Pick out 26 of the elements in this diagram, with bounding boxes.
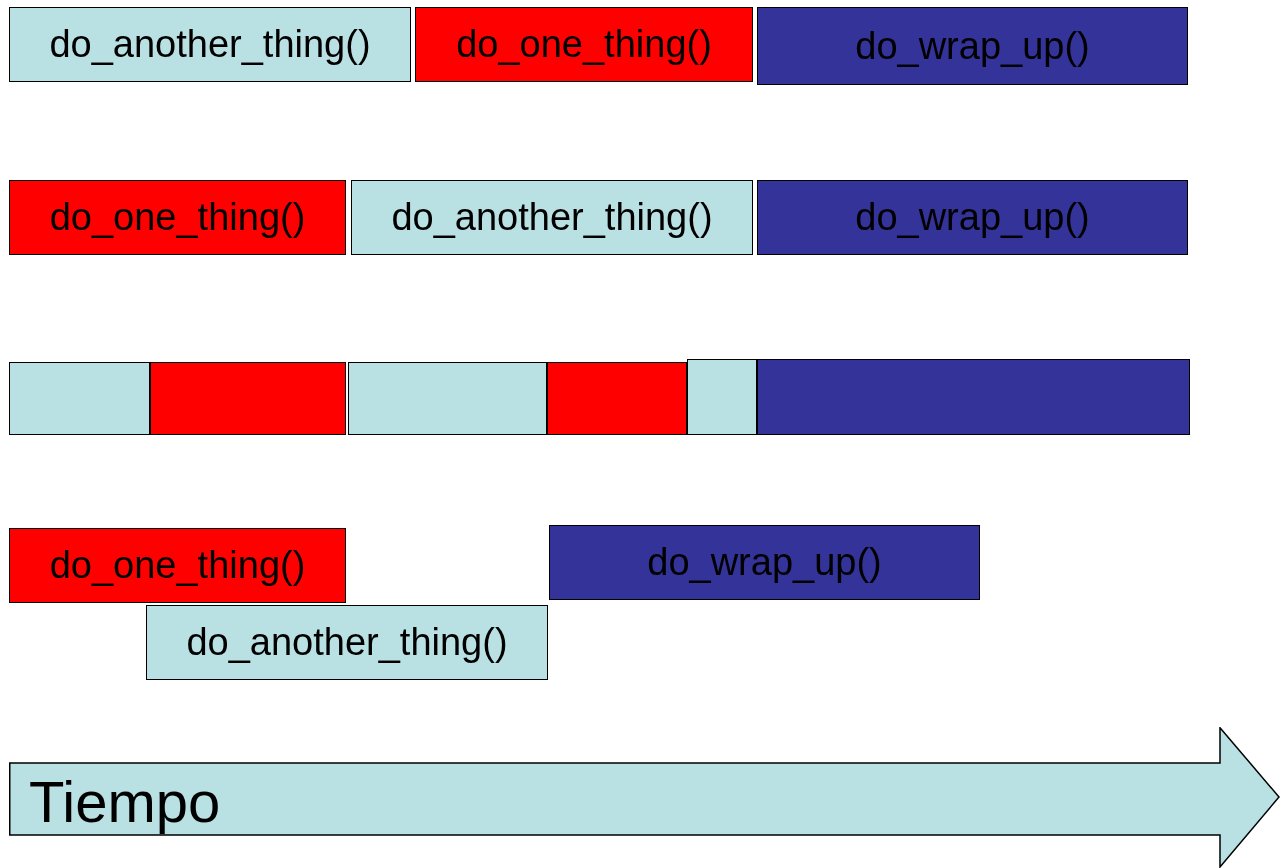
task-box xyxy=(757,180,1188,255)
axis-label: Tiempo xyxy=(29,769,221,835)
function-name: do_wrap_up() xyxy=(855,196,1090,239)
function-name: do_another_thing() xyxy=(49,23,371,66)
task-segment xyxy=(687,359,757,435)
task-box xyxy=(351,180,753,255)
task-box xyxy=(9,528,346,603)
task-segment xyxy=(150,362,346,435)
task-segment xyxy=(348,362,547,435)
function-name: do_one_thing() xyxy=(49,544,306,587)
timeline-arrow xyxy=(9,727,1280,868)
task-box xyxy=(415,7,753,82)
task-box xyxy=(9,7,411,82)
task-segment xyxy=(9,362,150,435)
function-name: do_one_thing() xyxy=(49,196,306,239)
task-segment xyxy=(757,359,1190,435)
task-box xyxy=(146,605,548,680)
function-name: do_wrap_up() xyxy=(647,541,882,584)
function-name: do_one_thing() xyxy=(456,23,712,66)
task-box xyxy=(757,7,1188,85)
function-name: do_another_thing() xyxy=(186,621,508,664)
task-box xyxy=(9,180,346,255)
function-name: do_another_thing() xyxy=(391,196,713,239)
function-name: do_wrap_up() xyxy=(855,24,1090,68)
task-segment xyxy=(547,362,687,435)
task-box xyxy=(549,525,980,600)
